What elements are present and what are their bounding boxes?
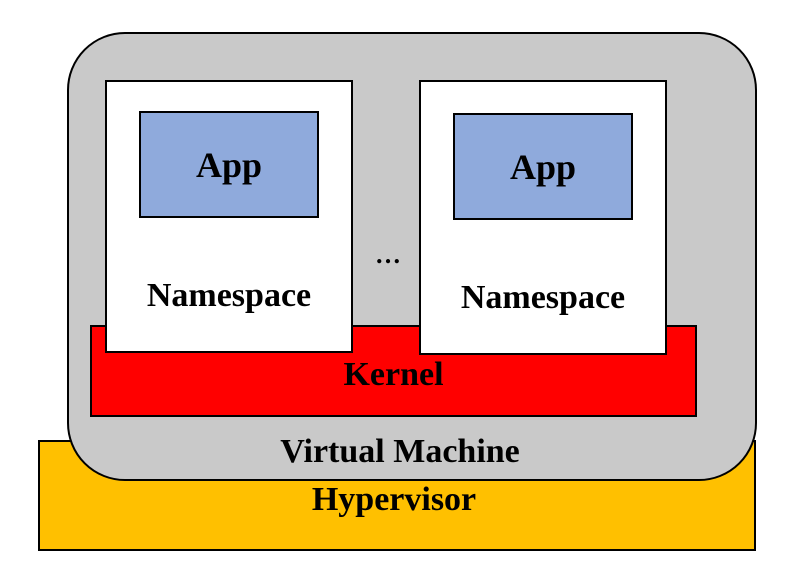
namespace-box-1: App Namespace — [105, 80, 353, 353]
hypervisor-label: Hypervisor — [311, 481, 477, 518]
app-box-1: App — [139, 111, 319, 218]
namespace-label-1: Namespace — [146, 277, 312, 314]
app-box-2: App — [453, 113, 633, 220]
namespace-label-2: Namespace — [460, 279, 626, 316]
namespace-box-2: App Namespace — [419, 80, 667, 355]
kernel-label: Kernel — [343, 356, 444, 393]
virtual-machine-label: Virtual Machine — [280, 433, 520, 470]
app-label-2: App — [509, 146, 577, 187]
app-label-1: App — [195, 144, 263, 185]
ellipsis-separator: … — [375, 240, 401, 269]
